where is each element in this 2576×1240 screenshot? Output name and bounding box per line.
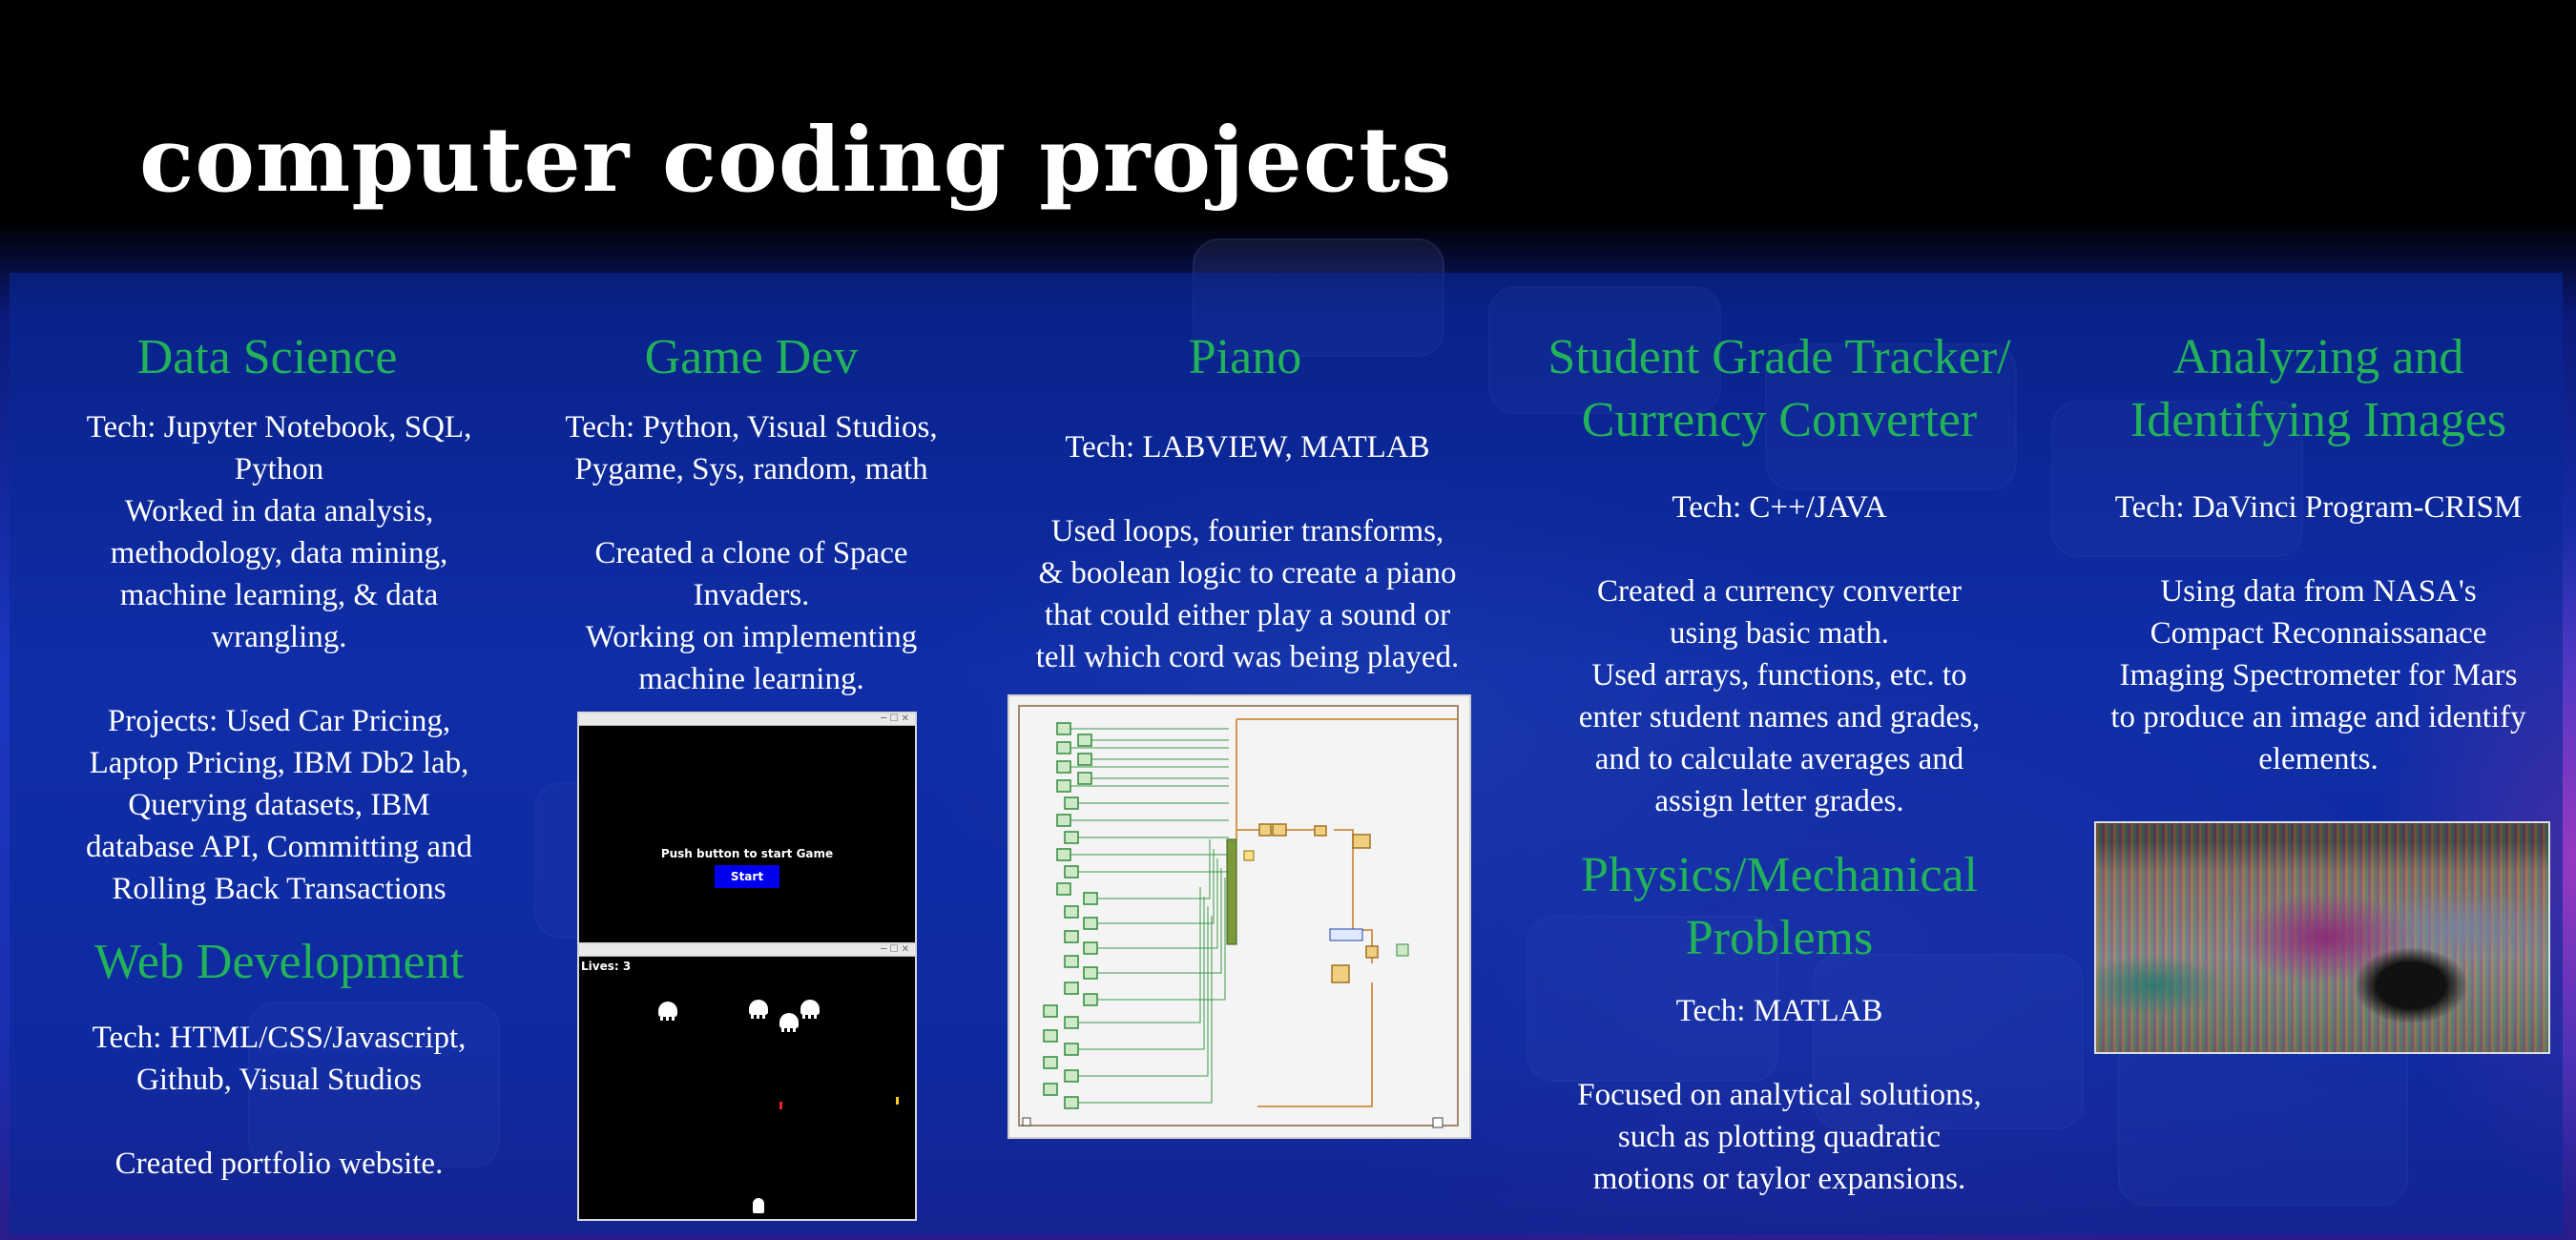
window-titlebar xyxy=(579,944,915,957)
invader-icon xyxy=(800,1000,820,1019)
heading-grade-tracker: Student Grade Tracker/ Currency Converte… xyxy=(1548,330,2011,447)
game-prompt-text: Push button to start Game xyxy=(660,847,834,860)
game-start-button: Start xyxy=(715,865,779,888)
game-start-screenshot: ─ ☐ ✕ Push button to start Game Start xyxy=(577,712,917,944)
labview-diagram-icon xyxy=(1018,705,1459,1128)
text-images: Tech: DaVinci Program-CRISM Using data f… xyxy=(2110,490,2526,776)
crism-mars-image xyxy=(2094,821,2550,1054)
heading-images: Analyzing and Identifying Images xyxy=(2129,330,2507,447)
text-game-dev: Tech: Python, Visual Studios, Pygame, Sy… xyxy=(565,410,938,696)
page-title: computer coding projects xyxy=(139,108,1453,213)
game-play-screenshot: ─ ☐ ✕ Lives: 3 xyxy=(577,942,917,1221)
invader-icon xyxy=(779,1013,799,1032)
text-piano: Tech: LABVIEW, MATLAB Used loops, fourie… xyxy=(1035,430,1460,674)
window-controls-icon: ─ ☐ ✕ xyxy=(881,713,909,724)
text-grade-tracker: Tech: C++/JAVA Created a currency conver… xyxy=(1578,490,1981,818)
heading-data-science: Data Science xyxy=(136,330,398,384)
invader-icon xyxy=(658,1002,677,1021)
text-data-science: Tech: Jupyter Notebook, SQL, Python Work… xyxy=(85,410,473,906)
text-physics: Tech: MATLAB Focused on analytical solut… xyxy=(1577,994,1982,1196)
bullet-icon xyxy=(896,1097,899,1105)
heading-piano: Piano xyxy=(1188,330,1302,384)
player-ship-icon xyxy=(753,1198,764,1213)
window-controls-icon: ─ ☐ ✕ xyxy=(881,944,909,955)
heading-web-development: Web Development xyxy=(93,935,465,989)
window-titlebar xyxy=(579,713,915,726)
heading-physics: Physics/Mechanical Problems xyxy=(1581,848,1978,965)
bullet-icon xyxy=(779,1102,782,1109)
text-web-development: Tech: HTML/CSS/Javascript, Github, Visua… xyxy=(92,1021,467,1181)
heading-game-dev: Game Dev xyxy=(644,330,859,384)
invader-icon xyxy=(749,1000,768,1019)
lives-counter: Lives: 3 xyxy=(581,960,632,973)
labview-diagram-screenshot xyxy=(1008,694,1471,1139)
